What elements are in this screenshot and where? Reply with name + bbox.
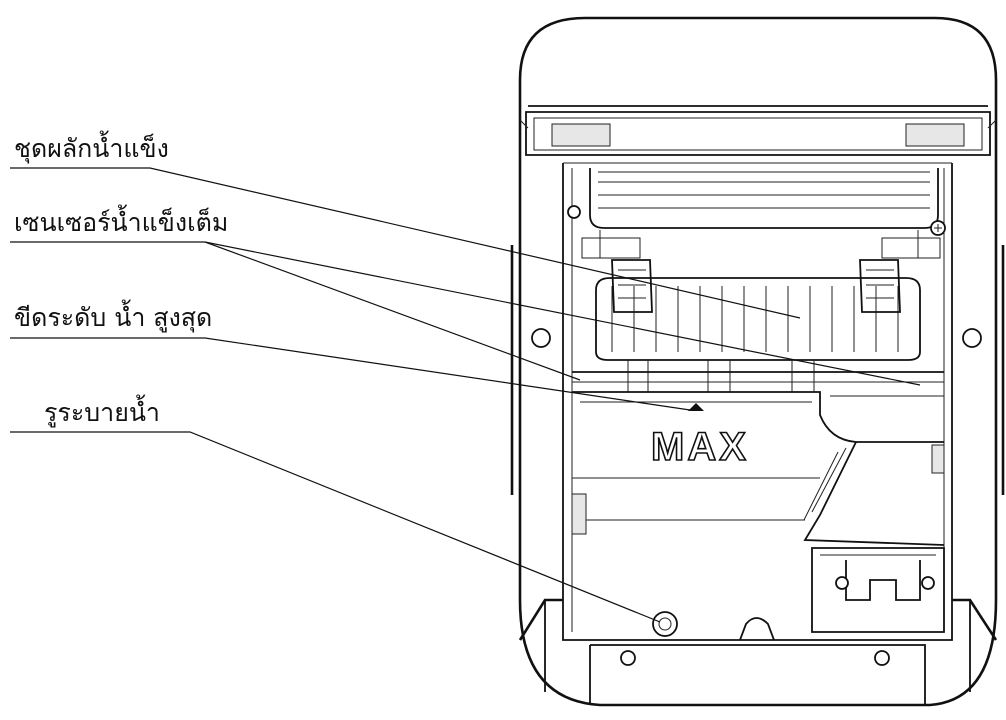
drain-hole-marker <box>652 611 678 637</box>
leader-ice-harvest <box>10 167 801 319</box>
label-max-water-line: ขีดระดับ น้ำ สูงสุด <box>14 303 213 332</box>
right-latch <box>905 123 965 147</box>
right-side-screw <box>962 328 982 348</box>
leader-drain-hole <box>10 431 661 623</box>
machine-body <box>510 16 1005 707</box>
max-label: MAX <box>651 425 749 469</box>
base-screw-left <box>620 650 636 666</box>
label-drain-hole: รูระบายน้ำ <box>44 398 160 427</box>
leader-ice-sensor-b <box>204 241 581 381</box>
leader-max-level <box>10 337 691 411</box>
base-screw-right <box>874 650 890 666</box>
leader-lines <box>10 167 921 623</box>
evaporator-assembly <box>567 168 946 259</box>
label-ice-harvest: ชุดผลักน้ำแข็ง <box>14 134 169 163</box>
machine-base <box>518 598 998 705</box>
left-latch <box>551 123 611 147</box>
max-level-mark: MAX <box>650 403 749 470</box>
ice-bin <box>571 391 945 641</box>
label-ice-full-sensor: เซนเซอร์น้ำแข็งเต็ม <box>14 208 229 237</box>
left-side-screw <box>531 328 551 348</box>
